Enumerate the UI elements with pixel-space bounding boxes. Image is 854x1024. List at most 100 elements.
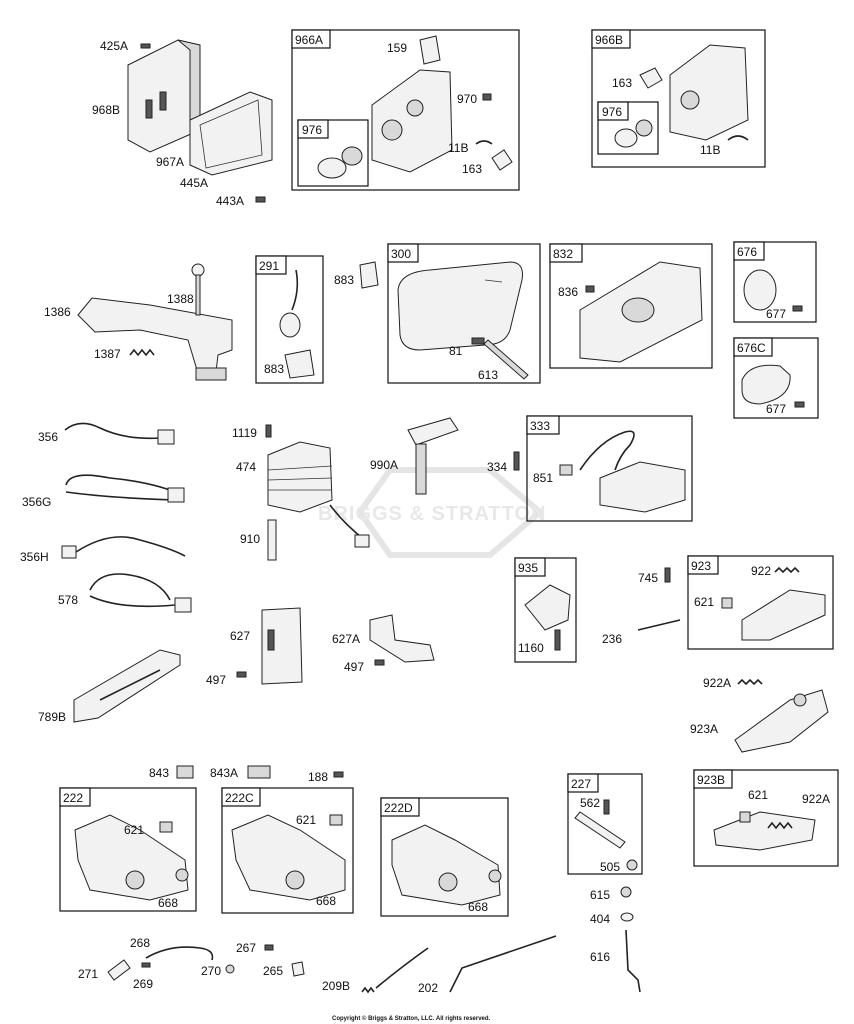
- label-621-a: 621: [694, 595, 714, 609]
- label-188: 188: [308, 770, 328, 784]
- part-202-link[interactable]: [449, 935, 557, 993]
- label-269: 269: [133, 977, 153, 991]
- box-label-222C: 222C: [225, 791, 254, 805]
- part-404-washer[interactable]: [620, 912, 634, 922]
- label-745: 745: [638, 571, 658, 585]
- box-300[interactable]: 300: [387, 243, 541, 384]
- label-836: 836: [558, 285, 578, 299]
- box-966A[interactable]: 966A 976: [291, 29, 520, 191]
- box-935[interactable]: 935: [514, 557, 577, 663]
- part-616-lever[interactable]: [625, 929, 641, 993]
- label-443A: 443A: [216, 194, 244, 208]
- part-923A-governor[interactable]: [734, 689, 829, 753]
- label-268: 268: [130, 936, 150, 950]
- part-268-cable[interactable]: [145, 946, 214, 961]
- label-1388: 1388: [167, 292, 194, 306]
- part-236-rod[interactable]: [637, 619, 681, 631]
- label-562: 562: [580, 796, 600, 810]
- label-1387: 1387: [94, 347, 121, 361]
- box-923B[interactable]: 923B: [693, 769, 839, 867]
- label-968B: 968B: [92, 103, 120, 117]
- label-789B: 789B: [38, 710, 66, 724]
- part-745-screw[interactable]: [664, 567, 671, 583]
- label-851: 851: [533, 471, 553, 485]
- label-404: 404: [590, 912, 610, 926]
- label-843A: 843A: [210, 766, 238, 780]
- label-270: 270: [201, 964, 221, 978]
- part-270-nut[interactable]: [225, 964, 235, 974]
- part-922A-spring[interactable]: [737, 678, 763, 686]
- label-1119: 1119: [232, 426, 257, 440]
- label-505: 505: [600, 860, 620, 874]
- label-668-c: 668: [468, 900, 488, 914]
- box-label-222: 222: [63, 791, 83, 805]
- part-497-screw-b[interactable]: [374, 659, 385, 666]
- box-291[interactable]: 291: [255, 255, 324, 384]
- box-676C[interactable]: 676C: [733, 337, 819, 419]
- label-668-a: 668: [158, 896, 178, 910]
- label-202: 202: [418, 981, 438, 995]
- part-968B-air-cleaner-base[interactable]: [127, 39, 201, 153]
- label-910: 910: [240, 532, 260, 546]
- part-209B-spring[interactable]: [361, 947, 429, 994]
- label-578: 578: [58, 593, 78, 607]
- label-677-b: 677: [766, 402, 786, 416]
- part-269[interactable]: [141, 962, 151, 968]
- part-497-screw-a[interactable]: [236, 671, 247, 678]
- label-497-a: 497: [206, 673, 226, 687]
- box-222D[interactable]: 222D: [380, 797, 509, 917]
- part-474-ignition[interactable]: [267, 441, 370, 548]
- part-188-screw[interactable]: [333, 771, 344, 778]
- watermark-text: BRIGGS & STRATTON: [318, 503, 546, 525]
- box-227[interactable]: 227: [567, 773, 643, 875]
- label-922A-b: 922A: [802, 792, 830, 806]
- box-923[interactable]: 923: [687, 555, 834, 650]
- part-1386-bracket[interactable]: [77, 297, 233, 381]
- part-356-wire[interactable]: [64, 422, 175, 445]
- part-627-plate[interactable]: [261, 607, 303, 685]
- label-209B: 209B: [322, 979, 350, 993]
- part-356G-wire[interactable]: [65, 474, 185, 503]
- part-1387-spring[interactable]: [129, 348, 155, 357]
- part-789B-harness[interactable]: [73, 649, 181, 723]
- part-967A-filter[interactable]: [189, 91, 273, 176]
- box-label-300: 300: [391, 247, 411, 261]
- label-236: 236: [602, 632, 622, 646]
- label-990A: 990A: [370, 458, 398, 472]
- box-832[interactable]: 832: [549, 243, 713, 369]
- box-333[interactable]: 333: [526, 415, 693, 522]
- box-label-291: 291: [259, 259, 279, 273]
- part-267-screw[interactable]: [264, 944, 274, 951]
- label-159: 159: [387, 41, 407, 55]
- part-265-clamp[interactable]: [291, 961, 305, 977]
- part-1388-dipstick[interactable]: [191, 263, 205, 316]
- part-883-gasket[interactable]: [359, 261, 379, 289]
- part-627A-bracket[interactable]: [369, 614, 435, 663]
- part-443A-screw[interactable]: [255, 196, 266, 203]
- part-425A-screw[interactable]: [140, 43, 151, 49]
- part-990A-handle[interactable]: [407, 417, 459, 495]
- box-222C[interactable]: 222C: [221, 787, 354, 914]
- part-356H-wire[interactable]: [61, 536, 186, 559]
- part-843A[interactable]: [247, 765, 271, 779]
- part-615-nut[interactable]: [620, 886, 632, 898]
- label-668-b: 668: [316, 894, 336, 908]
- part-910-spacer[interactable]: [267, 519, 277, 561]
- part-271-clip[interactable]: [107, 959, 131, 981]
- box-label-976-a: 976: [302, 123, 322, 137]
- label-81: 81: [449, 344, 463, 358]
- part-334-screw[interactable]: [513, 451, 520, 471]
- label-425A: 425A: [100, 39, 128, 53]
- label-267: 267: [236, 941, 256, 955]
- label-843: 843: [149, 766, 169, 780]
- box-966B[interactable]: 966B 976: [591, 29, 766, 168]
- label-11B-b: 11B: [700, 143, 720, 157]
- label-627A: 627A: [332, 632, 360, 646]
- label-356H: 356H: [20, 550, 49, 564]
- part-578-wire[interactable]: [89, 573, 192, 613]
- box-222[interactable]: 222: [59, 787, 197, 912]
- label-967A: 967A: [156, 155, 184, 169]
- box-676[interactable]: 676: [733, 241, 817, 323]
- part-843[interactable]: [176, 765, 194, 779]
- part-1119-screw[interactable]: [265, 424, 272, 438]
